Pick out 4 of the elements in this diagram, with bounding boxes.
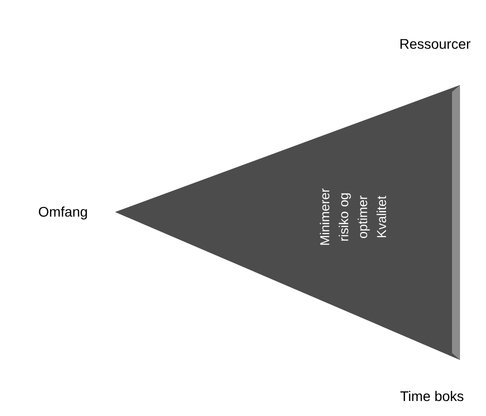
label: Omfang (38, 206, 87, 220)
triangle: Minimerer risiko og optimer Kvalitet (115, 85, 460, 360)
label: Time boks (400, 390, 464, 402)
label: Ressourcer (400, 39, 470, 49)
